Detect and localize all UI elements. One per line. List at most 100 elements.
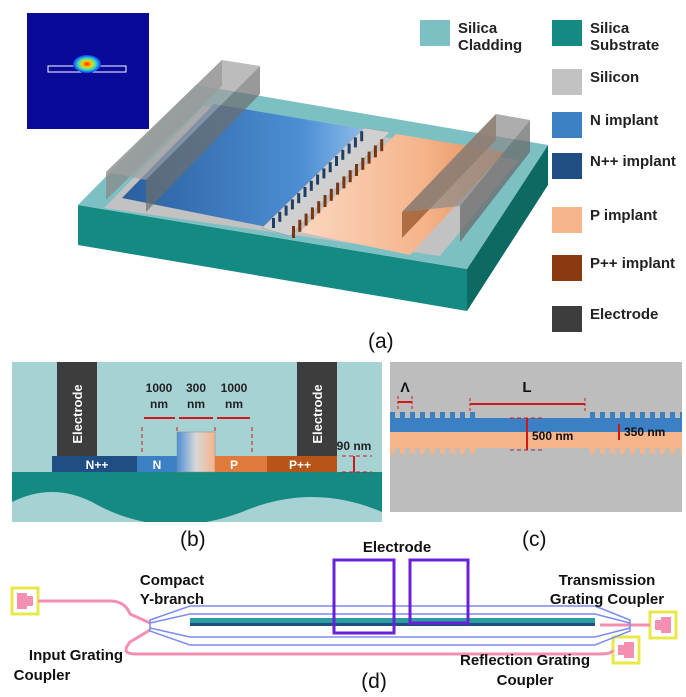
grating-tooth-bottom: [410, 448, 415, 454]
grating-tooth-top: [410, 412, 415, 418]
grating-tooth-p: [342, 176, 346, 189]
grating-tooth-top: [460, 412, 465, 418]
cross-section-diagram: Electrode Electrode 1000 nm 300 nm 1000 …: [12, 362, 382, 525]
grating-tooth-top: [680, 412, 685, 418]
grating-tooth-top: [470, 412, 475, 418]
legend-silicon: Silicon: [552, 69, 639, 95]
legend-silicon-label: Silicon: [590, 69, 640, 86]
grating-tooth-n: [322, 168, 326, 179]
grating-tooth-bottom: [460, 448, 465, 454]
reflection-grating-coupler: [611, 635, 641, 665]
device-3d-illustration: [27, 13, 548, 311]
input-grating-coupler: [10, 586, 40, 616]
legend-npp-implant-label: N++ implant: [590, 153, 676, 170]
silicon-swatch: [552, 69, 582, 95]
grating-tooth-bottom: [430, 448, 435, 454]
electrode-right: [402, 114, 530, 242]
grating-tooth-n: [278, 211, 282, 222]
legend-ppp-implant-label: P++ implant: [590, 255, 676, 272]
slab-height-label: 90 nm: [337, 439, 372, 453]
legend-npp-implant: N++ implant: [552, 153, 676, 179]
grating-tooth-top: [650, 412, 655, 418]
grating-tooth-bottom: [640, 448, 645, 454]
grating-tooth-p: [298, 219, 302, 232]
grating-tooth-bottom: [400, 448, 405, 454]
grating-tooth-bottom: [660, 448, 665, 454]
p-implant-swatch: [552, 207, 582, 233]
bragg-grating-teeth: [272, 131, 384, 238]
grating-tooth-bottom: [450, 448, 455, 454]
grating-tooth-top: [390, 412, 395, 418]
grating-tooth-top: [660, 412, 665, 418]
dimension-300: 300: [186, 381, 206, 395]
input-label-line2: Coupler: [14, 667, 71, 684]
legend-p-implant: P implant: [552, 207, 657, 233]
legend-p-implant-label: P implant: [590, 207, 658, 224]
grating-tooth-n: [303, 187, 307, 197]
legend-n-implant: N implant: [552, 112, 658, 138]
grating-tooth-n: [353, 137, 357, 148]
period-symbol: Λ: [400, 379, 410, 395]
legend-electrode: Electrode: [552, 306, 658, 332]
ybranch-label-line2: Y-branch: [140, 591, 204, 608]
electrode-left-label: Electrode: [70, 384, 85, 443]
grating-tooth-n: [284, 205, 288, 216]
dimension-unit-3: nm: [225, 397, 243, 411]
input-label-line1: Input Grating: [29, 647, 123, 664]
grating-tooth-n: [272, 218, 275, 228]
width-350-label: 350 nm: [624, 425, 665, 439]
grating-tooth-top: [630, 412, 635, 418]
grating-tooth-top: [400, 412, 405, 418]
grating-tooth-top: [620, 412, 625, 418]
grating-tooth-top: [430, 412, 435, 418]
grating-tooth-bottom: [630, 448, 635, 454]
grating-tooth-n: [335, 156, 338, 166]
grating-tooth-n: [290, 199, 294, 210]
grating-tooth-n: [316, 174, 320, 185]
grating-tooth-p: [348, 170, 352, 183]
reflection-label-line1: Reflection Grating: [460, 652, 590, 669]
grating-tooth-p: [292, 226, 295, 238]
region-ppp-label: P++: [289, 458, 311, 472]
grating-tooth-p: [361, 157, 365, 170]
grating-corrugation: [390, 412, 685, 454]
silica-substrate-swatch: [552, 20, 582, 46]
dimension-unit-1: nm: [150, 397, 168, 411]
grating-tooth-bottom: [620, 448, 625, 454]
legend-electrode-label: Electrode: [590, 306, 659, 323]
caption-c: (c): [522, 528, 547, 551]
grating-tooth-p: [336, 182, 340, 195]
n-plus-plus-implant-swatch: [552, 153, 582, 179]
layout-electrode-label: Electrode: [363, 539, 431, 556]
dimension-unit-2: nm: [187, 397, 205, 411]
grating-tooth-n: [328, 162, 332, 173]
grating-tooth-bottom: [590, 448, 595, 454]
legend-silica-substrate: Silica Substrate: [552, 20, 682, 55]
transmission-label-line2: Grating Coupler: [550, 591, 664, 608]
electrode-left: [106, 60, 260, 212]
mask-layout-diagram: Electrode Compact Y-branch Transmission …: [10, 539, 678, 693]
rib-waveguide: [261, 127, 391, 237]
ybranch-label-line1: Compact: [140, 572, 204, 589]
routing-waveguides: [38, 599, 650, 656]
region-p-label: P: [230, 458, 238, 472]
grating-tooth-bottom: [390, 448, 395, 454]
electrode-swatch: [552, 306, 582, 332]
grating-tooth-top: [640, 412, 645, 418]
panel-c: Λ L 500 nm 350 nm (c): [390, 362, 685, 551]
grating-tooth-top: [600, 412, 605, 418]
grating-tooth-p: [373, 145, 377, 158]
grating-tooth-bottom: [470, 448, 475, 454]
region-npp-label: N++: [86, 458, 109, 472]
legend-n-implant-label: N implant: [590, 112, 659, 129]
grating-tooth-p: [304, 213, 308, 226]
width-500-label: 500 nm: [532, 429, 573, 443]
grating-tooth-p: [323, 195, 327, 207]
legend-ppp-implant: P++ implant: [552, 255, 675, 281]
grating-tooth-top: [610, 412, 615, 418]
legend-silica-cladding-label: Silica Cladding: [458, 20, 523, 55]
grating-tooth-p: [355, 164, 358, 176]
grating-tooth-top: [420, 412, 425, 418]
grating-tooth-p: [367, 151, 371, 164]
